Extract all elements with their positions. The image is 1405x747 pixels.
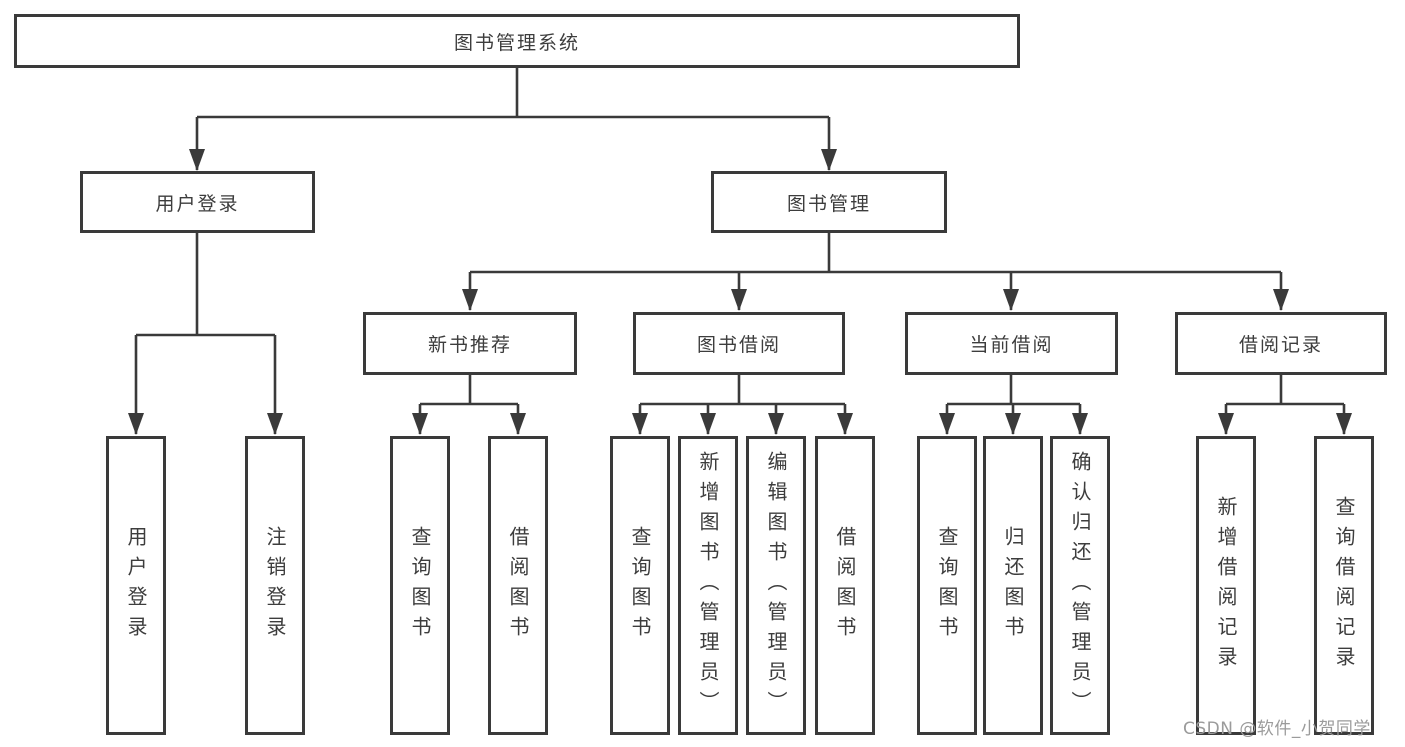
leaf-logout: 注销登录 — [245, 436, 305, 735]
node-book-borrow: 图书借阅 — [633, 312, 845, 375]
node-book-management: 图书管理 — [711, 171, 947, 233]
leaf-query-books-recommend: 查询图书 — [390, 436, 450, 735]
leaf-borrow-books: 借阅图书 — [815, 436, 875, 735]
connector-bookmgmt-bus — [470, 233, 1281, 274]
node-root-library-system: 图书管理系统 — [14, 14, 1020, 68]
node-user-login: 用户登录 — [80, 171, 315, 233]
node-borrow-records: 借阅记录 — [1175, 312, 1387, 375]
leaf-edit-books-admin: 编辑图书（管理员） — [746, 436, 806, 735]
leaf-query-books-borrow: 查询图书 — [610, 436, 670, 735]
leaf-query-books-current: 查询图书 — [917, 436, 977, 735]
node-new-book-recommend: 新书推荐 — [363, 312, 577, 375]
leaf-user-login: 用户登录 — [106, 436, 166, 735]
connector-records-bus — [1226, 375, 1344, 406]
leaf-query-borrow-record: 查询借阅记录 — [1314, 436, 1374, 735]
connector-userlogin-bus — [136, 233, 275, 337]
leaf-confirm-return-admin: 确认归还（管理员） — [1050, 436, 1110, 735]
node-current-borrow: 当前借阅 — [905, 312, 1118, 375]
connector-borrow-bus — [640, 375, 845, 406]
leaf-add-borrow-record: 新增借阅记录 — [1196, 436, 1256, 735]
connector-newbooks-bus — [420, 375, 518, 406]
leaf-add-books-admin: 新增图书（管理员） — [678, 436, 738, 735]
connector-root-bus — [197, 68, 829, 119]
leaf-borrow-books-recommend: 借阅图书 — [488, 436, 548, 735]
csdn-watermark: CSDN @软件_小贺同学 — [1183, 719, 1371, 739]
leaf-return-books: 归还图书 — [983, 436, 1043, 735]
connector-current-bus — [947, 375, 1080, 406]
